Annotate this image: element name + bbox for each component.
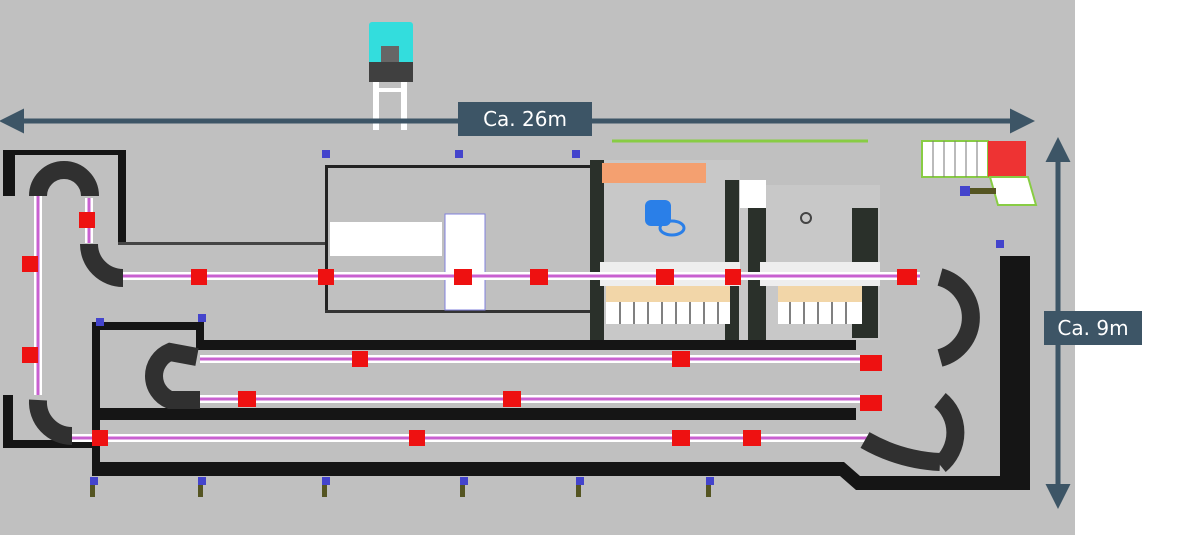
agv-vehicle-icon	[369, 22, 413, 130]
machine-cell-1	[590, 160, 740, 340]
machine-cell-2	[740, 180, 880, 340]
feeder-icon	[921, 140, 1038, 206]
carriers	[22, 212, 917, 446]
height-dimension-label: Ca. 9m	[1044, 311, 1142, 345]
enclosure-left	[325, 165, 595, 313]
width-dimension-label: Ca. 26m	[458, 102, 592, 136]
support-posts	[90, 150, 1004, 497]
curve-conveyors	[28, 161, 980, 472]
robot-arm-icon	[645, 200, 686, 237]
walls	[3, 150, 1030, 490]
